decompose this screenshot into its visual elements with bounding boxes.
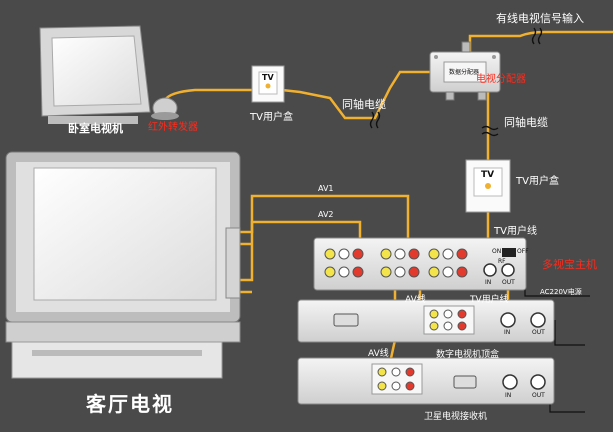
tv-outlet-1-plate: TV: [262, 73, 274, 82]
ir-receiver-label: 红外转发器: [148, 122, 198, 133]
satellite-receiver: [297, 357, 555, 405]
tv-user-line-1-label: TV用户线: [494, 226, 537, 237]
coax-label-2: 同轴电缆: [504, 116, 548, 129]
stb-in-label: IN: [504, 329, 511, 336]
sat-out-label: OUT: [532, 392, 545, 399]
av2-line: [236, 220, 362, 282]
cable-signal-input: [468, 30, 613, 55]
host-in-label: IN: [485, 279, 492, 286]
host-rf-label: RF: [498, 258, 506, 265]
av-line-2-label: AV线: [368, 349, 389, 359]
digital-set-top-box: [297, 299, 555, 343]
coax-to-bedroom-outlet: [281, 70, 430, 120]
av1-line: [236, 194, 410, 246]
av-line-1-label: AV线: [405, 295, 426, 305]
tv-user-line-2-label: TV用户线: [470, 295, 509, 305]
tv-outlet-living: [465, 159, 511, 213]
av2-label: AV2: [318, 210, 334, 219]
digital-stb-label: 数字电视机顶盒: [436, 350, 500, 360]
sat-in-label: IN: [505, 392, 512, 399]
splitter-label: 电视分配器: [476, 74, 526, 85]
bedroom-tv: [39, 25, 151, 124]
break-marks: [369, 27, 543, 137]
multi-room-host: [313, 237, 527, 291]
coax-label-1: 同轴电缆: [342, 98, 386, 111]
tv-outlet-2-caption: TV用户盒: [516, 176, 559, 187]
tv-outlet-2-plate: TV: [481, 170, 495, 180]
splitter-plate-text: 数据分配器: [449, 69, 480, 76]
living-room-tv-label: 客厅电视: [86, 392, 174, 416]
switch-on-label: ON: [492, 248, 502, 255]
cable-splitter: [429, 41, 501, 101]
switch-off-label: OFF: [517, 248, 529, 255]
stb-out-label: OUT: [532, 329, 545, 336]
tv-outlet-bedroom: [251, 65, 285, 103]
host-out-label: OUT: [502, 279, 515, 286]
living-room-tv: [5, 151, 241, 379]
satellite-receiver-label: 卫星电视接收机: [424, 412, 488, 422]
av1-label: AV1: [318, 184, 334, 193]
host-jacks: [324, 248, 515, 278]
cable-signal-input-label: 有线电视信号输入: [496, 12, 584, 25]
ir-receiver: [151, 97, 179, 120]
power-switch: [502, 248, 516, 257]
bedroom-outlet-to-tv: [163, 88, 252, 101]
bedroom-tv-label: 卧室电视机: [68, 122, 123, 135]
multi-room-host-label: 多视宝主机: [542, 258, 597, 271]
tv-outlet-1-caption: TV用户盒: [250, 112, 293, 123]
power-note-label: AC220V电源: [540, 288, 582, 296]
